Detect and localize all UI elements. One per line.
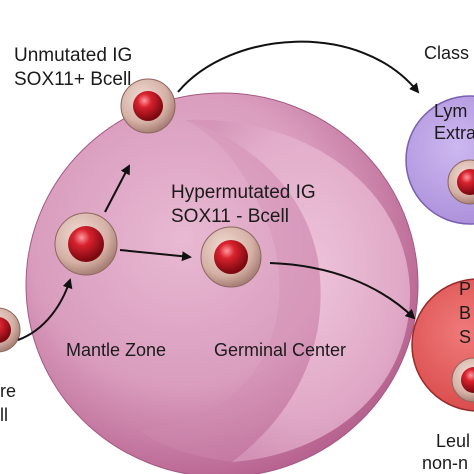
unmutated-label-line2: SOX11+ Bcell	[14, 69, 132, 90]
cell-red-circle	[451, 357, 474, 403]
mantle-zone-label: Mantle Zone	[66, 340, 167, 360]
red-label-line1: P	[459, 279, 472, 299]
red-label-line3: S	[459, 327, 472, 347]
bottom-left-label-line2: ll	[0, 405, 8, 425]
arrow-mantle-to-unmutated	[104, 164, 130, 213]
germinal-center-region	[185, 119, 411, 462]
cell-mantle-progenitor	[54, 212, 118, 276]
arrow-left-to-mantle	[17, 278, 73, 341]
hypermutated-label-line2: SOX11 - Bcell	[171, 206, 289, 227]
lymph-label-line1: Lym	[434, 101, 468, 121]
cell-hypermutated	[200, 226, 262, 288]
cell-unmutated	[120, 78, 176, 134]
cell-purple-circle	[447, 159, 474, 205]
bottom-left-label-line1: re	[0, 381, 17, 401]
germinal-center-label: Germinal Center	[214, 340, 347, 360]
red-label-line2: B	[459, 303, 472, 323]
arrow-mantle-to-hypermutated	[119, 249, 192, 262]
arrow-unmutated-to-lymph	[177, 40, 420, 94]
bottom-right-label-line1: Leul	[436, 431, 471, 451]
unmutated-label-line1: Unmutated IG	[14, 45, 133, 66]
cell-left-edge	[0, 307, 21, 353]
lymph-label-line2: Extra	[434, 123, 474, 143]
hypermutated-label-line1: Hypermutated IG	[171, 182, 316, 203]
germinal-center-highlight	[140, 120, 321, 462]
bottom-right-label-line2: non-n	[422, 453, 469, 473]
arrow-hypermutated-to-red	[269, 262, 416, 320]
top-right-header: Class	[424, 43, 470, 63]
